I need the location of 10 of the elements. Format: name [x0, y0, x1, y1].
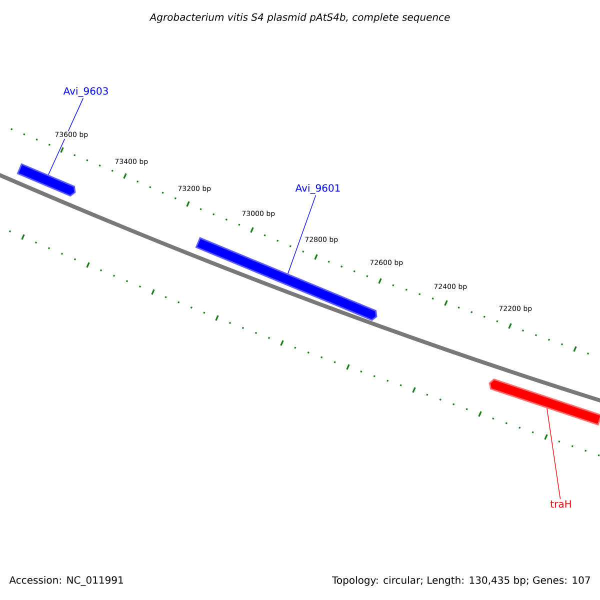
title: Agrobacterium vitis S4 plasmid pAtS4b, complete sequence	[149, 13, 450, 23]
leader-line	[48, 98, 84, 176]
gene-arrow	[16, 163, 76, 197]
gene-label: Avi_9603	[63, 87, 108, 97]
leader-line	[546, 408, 561, 500]
footer-text: Accession: NC_011991	[9, 576, 123, 586]
footer-text: Topology: circular; Length: 130,435 bp; Genes: 107	[332, 576, 590, 586]
gene-label: traH	[550, 500, 571, 508]
gene-label: Avi_9601	[295, 184, 340, 194]
leader-line	[288, 194, 316, 274]
